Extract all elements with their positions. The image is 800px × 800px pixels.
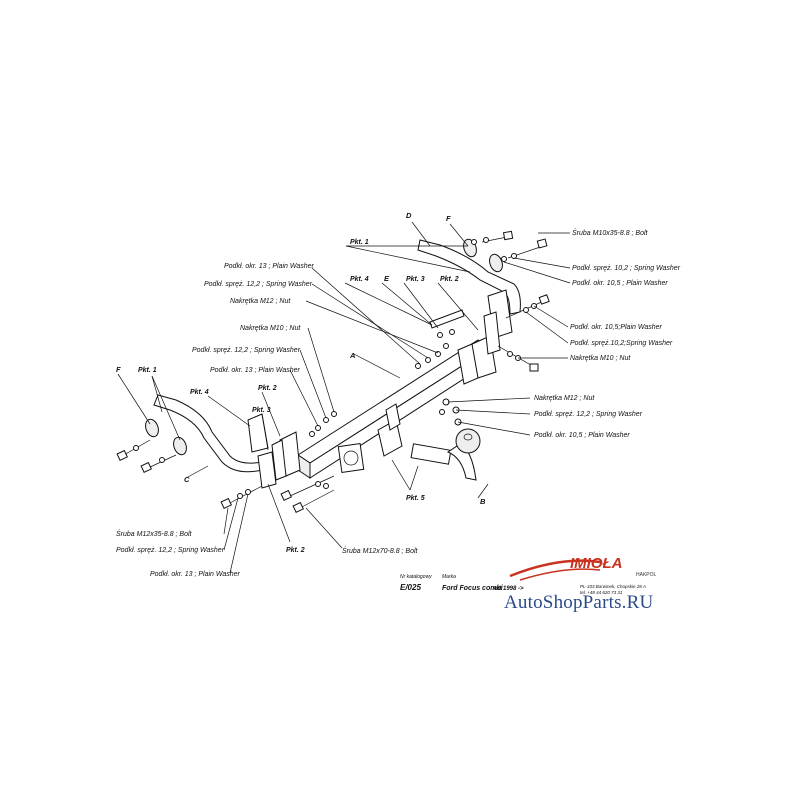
label-spring-washer-bl: Podkł. spręż. 12,2 ; Spring Washer — [116, 547, 225, 554]
tow-ball-b — [410, 428, 481, 481]
pkt-3-left: Pkt. 3 — [252, 407, 271, 414]
label-spring-washer-top: Podkł. spręż. 10,2 ; Spring Washer — [572, 265, 681, 272]
bolts-left-f — [116, 439, 177, 473]
letter-a: A — [349, 351, 355, 360]
letter-b: B — [480, 497, 486, 506]
left-arm-c — [153, 394, 277, 489]
label-spring-washer-l2: Podkł. spręż. 12,2 ; Spring Washer — [192, 347, 301, 354]
part-letters: D F E A F C B — [116, 211, 486, 506]
bolts-bottom-left — [220, 475, 335, 513]
title-block: Nr katalogowy E/025 Marka Ford Focus com… — [400, 555, 657, 595]
letter-c: C — [184, 475, 190, 484]
pkt-1-top: Pkt. 1 — [350, 239, 369, 246]
crossbar-a — [271, 335, 497, 481]
label-spring-washer-r: Podkł. spręż.10,2;Spring Washer — [570, 340, 673, 347]
letter-f-left: F — [116, 365, 121, 374]
brand-address: PL-333 Barwinek, Chopskie 28 A — [580, 584, 646, 589]
labels-right: Śruba M10x35-8.8 ; Bolt Podkł. spręż. 10… — [534, 228, 681, 439]
code-caption: Nr katalogowy — [400, 574, 432, 580]
fasteners — [116, 230, 550, 513]
label-nut-m10-l: Nakrętka M10 ; Nut — [240, 325, 301, 332]
model-caption: Marka — [442, 574, 456, 580]
label-plain-washer-l1: Podkł. okr. 13 ; Plain Washer — [224, 263, 315, 270]
letter-d: D — [406, 211, 412, 220]
pkt-5: Pkt. 5 — [406, 495, 425, 502]
label-plain-washer-top: Podkł. okr. 10,5 ; Plain Washer — [572, 280, 668, 287]
vehicle-model: Ford Focus combi — [442, 585, 504, 592]
label-plain-washer-bl: Podkł. okr. 13 ; Plain Washer — [150, 571, 241, 578]
label-plain-washer-l2: Podkł. okr. 13 ; Plain Washer — [210, 367, 301, 374]
point-labels: Pkt. 1 Pkt. 4 Pkt. 3 Pkt. 2 Pkt. 1 Pkt. … — [138, 239, 459, 554]
brand-phone: tel. +48 44 620 73 31 — [580, 590, 623, 595]
pkt-2-bottom: Pkt. 2 — [286, 547, 305, 554]
label-nut-m10-r: Nakrętka M10 ; Nut — [570, 355, 631, 362]
catalog-code: E/025 — [400, 583, 421, 592]
label-spring-washer-r2: Podkł. spręż. 12,2 ; Spring Washer — [534, 411, 643, 418]
label-bolt-top: Śruba M10x35-8.8 ; Bolt — [572, 228, 649, 237]
labels-left: Podkł. okr. 13 ; Plain Washer Podkł. spr… — [116, 263, 419, 578]
right-arm-d — [417, 239, 521, 355]
pkt-4-top: Pkt. 4 — [350, 276, 369, 283]
pkt-4-left: Pkt. 4 — [190, 389, 209, 396]
label-spring-washer-l1: Podkł. spręż. 12,2 ; Spring Washer — [204, 281, 313, 288]
label-nut-m12-l: Nakrętka M12 ; Nut — [230, 298, 291, 305]
vehicle-year: od 1998 -> — [494, 586, 524, 592]
watermark: AutoShopParts.RU — [504, 592, 653, 613]
bolts-center — [439, 398, 462, 426]
label-nut-m12-r: Nakrętka M12 ; Nut — [534, 395, 595, 402]
bolts-right-bracket — [497, 294, 550, 372]
pkt-2-top: Pkt. 2 — [440, 276, 459, 283]
strip-e — [429, 309, 465, 329]
letter-e: E — [384, 274, 390, 283]
leader-lines — [117, 221, 571, 574]
plate-f-left — [145, 418, 187, 456]
letter-f-top: F — [446, 214, 451, 223]
pkt-3-top: Pkt. 3 — [406, 276, 425, 283]
label-plain-washer-r: Podkł. okr. 10,5;Plain Washer — [570, 324, 662, 331]
bolts-e — [437, 329, 455, 349]
bolt-top-right — [471, 230, 548, 262]
label-bolt-bl: Śruba M12x35-8.8 ; Bolt — [116, 529, 193, 538]
bolts-left-crossbar — [309, 351, 441, 437]
brand-sub: HAKPOL — [636, 572, 657, 578]
pkt-2-left: Pkt. 2 — [258, 385, 277, 392]
brand-name: IMIOŁA — [570, 555, 623, 572]
label-plain-washer-r2: Podkł. okr. 10,5 ; Plain Washer — [534, 432, 630, 439]
imiola-logo: IMIOŁA HAKPOL — [509, 555, 657, 581]
pkt-1-left: Pkt. 1 — [138, 367, 157, 374]
label-bolt-bc: Śruba M12x70-8.8 ; Bolt — [342, 546, 419, 555]
